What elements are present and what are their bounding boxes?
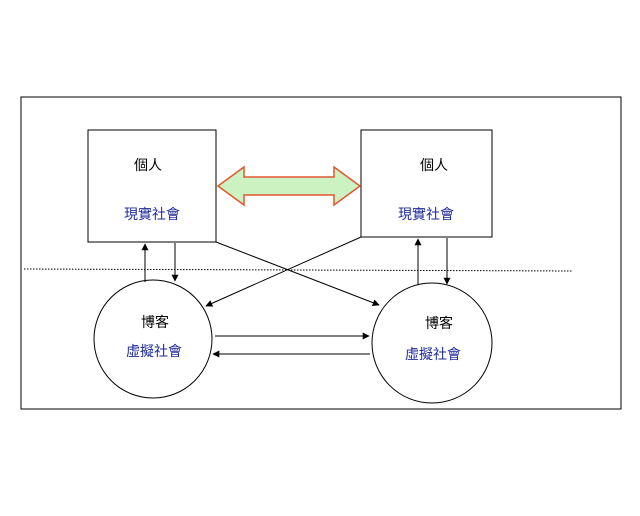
left-person-box <box>87 129 217 243</box>
right-person-box <box>360 129 493 238</box>
left-person-to-right-blogger-arrow <box>215 241 380 306</box>
right-virtual-society-label: 虛擬社會 <box>405 347 461 363</box>
left-person-label: 個人 <box>134 158 162 174</box>
right-blogger-label: 博客 <box>425 315 453 332</box>
left-blogger-circle <box>93 279 213 399</box>
double-arrow-icon <box>216 165 362 207</box>
outer-frame <box>20 96 622 410</box>
real-virtual-divider <box>23 268 573 272</box>
left-blogger-label: 博客 <box>141 314 169 331</box>
right-person-to-left-blogger-arrow <box>205 236 362 307</box>
left-real-society-label: 現實社會 <box>124 206 180 223</box>
right-blogger-circle <box>371 282 493 404</box>
left-virtual-society-label: 虛擬社會 <box>126 344 182 360</box>
right-real-society-label: 現實社會 <box>398 206 454 223</box>
right-person-label: 個人 <box>420 158 448 174</box>
